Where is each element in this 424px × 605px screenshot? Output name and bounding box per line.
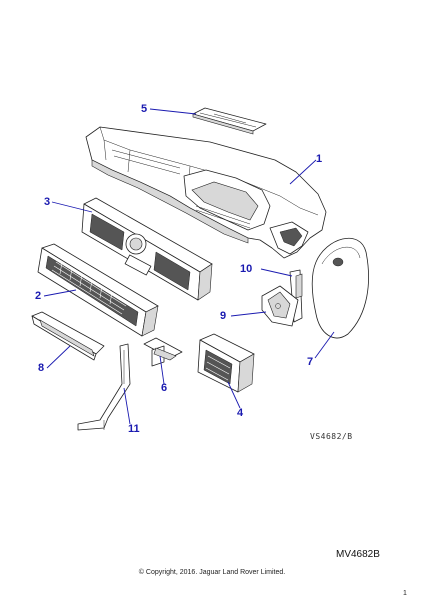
callout-9: 9: [220, 310, 227, 322]
callout-5: 5: [141, 103, 148, 115]
copyright-notice: © Copyright, 2016. Jaguar Land Rover Lim…: [138, 569, 286, 576]
callout-1: 1: [316, 153, 323, 165]
leader-lines: [43, 108, 335, 425]
part-11-support-strap: [77, 343, 131, 431]
diagram-code: MV4682B: [336, 549, 380, 560]
callout-7: 7: [307, 356, 314, 368]
part-1-fascia: [85, 126, 327, 259]
part-8-trim-panel: [31, 311, 105, 361]
callout-4: 4: [237, 407, 244, 419]
callout-2: 2: [35, 290, 42, 302]
callout-6: 6: [161, 382, 168, 394]
part-7-end-cover: [311, 237, 369, 339]
part-3-centre-bezel: [81, 197, 213, 301]
callout-10: 10: [240, 263, 253, 275]
callout-11: 11: [128, 423, 140, 435]
illustration-reference: VS4682/B: [310, 432, 353, 441]
callout-3: 3: [44, 196, 51, 208]
part-5-top-panel: [192, 107, 267, 135]
callout-8: 8: [38, 362, 45, 374]
part-4-side-vent: [197, 333, 255, 393]
part-9-mounting-bracket: [261, 285, 299, 327]
part-2-air-vent: [37, 243, 159, 337]
page-number: 1: [403, 590, 407, 597]
part-6-bracket: [143, 337, 183, 367]
